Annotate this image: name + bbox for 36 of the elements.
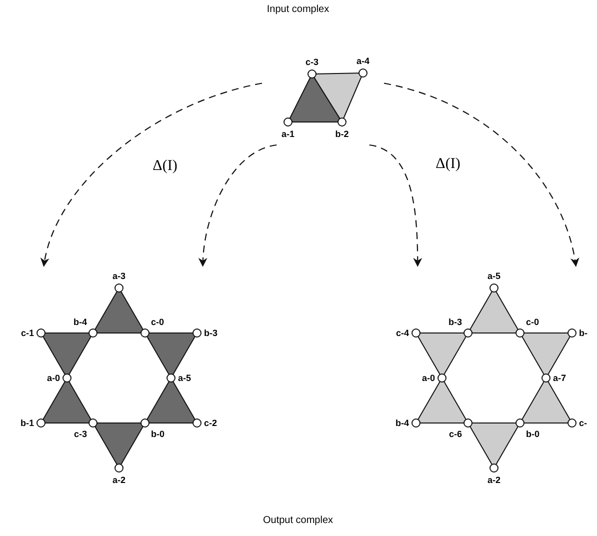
vertex-label: a-5 bbox=[178, 373, 192, 383]
dashed-arrow bbox=[384, 82, 579, 267]
vertex-label: b-2 bbox=[335, 129, 349, 139]
dashed-arrow bbox=[198, 144, 277, 267]
vertex-label: c-6 bbox=[448, 429, 462, 439]
vertex-label: b-0 bbox=[151, 429, 164, 439]
caption: Output complex bbox=[262, 515, 334, 526]
vertex-label: b-4 bbox=[396, 418, 409, 428]
vertex-label: a-4 bbox=[356, 56, 370, 66]
vertex-label: c-3 bbox=[74, 429, 87, 439]
dashed-arrow bbox=[41, 82, 262, 267]
vertex-label: a-0 bbox=[46, 373, 60, 383]
vertex-label: b-4 bbox=[74, 317, 87, 327]
vertex-label: c-3 bbox=[306, 57, 318, 67]
dashed-arrow bbox=[369, 144, 422, 267]
vertex-label: b-1 bbox=[20, 418, 34, 428]
vertex-label: c-2 bbox=[204, 418, 218, 428]
vertex-label: c- bbox=[579, 418, 588, 428]
vertex-label: b-3 bbox=[448, 317, 462, 327]
vertex-label: b-0 bbox=[526, 429, 540, 439]
vertex-label: a-2 bbox=[488, 475, 500, 485]
vertex-label: c-0 bbox=[526, 317, 540, 327]
vertex-label: c-0 bbox=[151, 317, 164, 327]
vertex-label: b-3 bbox=[204, 328, 218, 338]
vertex-label: b- bbox=[579, 328, 588, 338]
vertex-label: c-4 bbox=[396, 328, 409, 338]
vertex-label: a-0 bbox=[422, 373, 435, 383]
vertex-label: c-1 bbox=[20, 328, 34, 338]
vertex-label: a-5 bbox=[488, 271, 500, 281]
title: Input complex bbox=[266, 4, 330, 15]
vertex-label: a-2 bbox=[112, 475, 126, 485]
map-label: Δ(I) bbox=[152, 158, 178, 175]
vertex-label: a-3 bbox=[112, 271, 126, 281]
map-label: Δ(I) bbox=[436, 156, 460, 173]
vertex-label: a-1 bbox=[282, 129, 294, 139]
vertex-label: a-7 bbox=[553, 373, 566, 383]
